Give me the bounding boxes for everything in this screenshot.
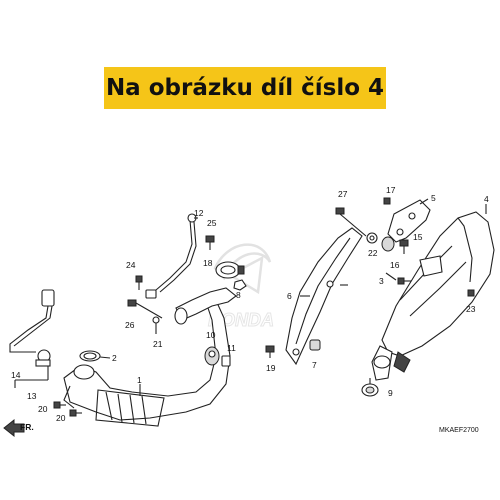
part-collar — [221, 355, 231, 367]
callout-19: 19 — [266, 363, 276, 373]
part-end-cap-9 — [361, 383, 379, 397]
callout-21: 21 — [153, 339, 163, 349]
callout-13: 13 — [27, 391, 37, 401]
part-header-pipe — [174, 287, 237, 325]
drawing-code: MKAEF2700 — [439, 427, 479, 434]
part-rubber-mount — [204, 346, 220, 366]
part-bolt-15 — [399, 239, 409, 254]
callout-2: 2 — [112, 353, 117, 363]
part-rubber-16 — [381, 236, 395, 252]
part-bolt-17 — [383, 197, 391, 205]
callout-1: 1 — [137, 375, 142, 385]
part-washer-22 — [366, 232, 378, 244]
part-bolt-19 — [265, 345, 275, 358]
callout-22: 22 — [368, 248, 378, 258]
part-bolts-20 — [53, 401, 82, 417]
part-exhaust-pipe-catalyst — [63, 291, 231, 427]
part-bolt-25 — [205, 235, 215, 250]
callout-4: 4 — [484, 194, 489, 204]
callout-24: 24 — [126, 260, 136, 270]
part-nut-8 — [233, 279, 247, 291]
callout-10: 10 — [206, 330, 216, 340]
callout-23: 23 — [466, 304, 476, 314]
callout-12: 12 — [194, 208, 204, 218]
banner-text: Na obrázku díl číslo 4 — [105, 75, 385, 101]
callout-7: 7 — [312, 360, 317, 370]
part-o2-sensor — [9, 289, 55, 367]
callout-3: 3 — [379, 276, 384, 286]
part-bracket-stay — [145, 213, 197, 299]
part-bracket-plate-5 — [387, 199, 431, 243]
part-clamp-band — [215, 261, 245, 279]
part-cap-7 — [309, 339, 321, 351]
callout-8: 8 — [236, 290, 241, 300]
callout-16: 16 — [390, 260, 400, 270]
callout-20b: 20 — [56, 413, 66, 423]
callout-15: 15 — [413, 232, 423, 242]
part-gasket — [79, 350, 111, 362]
callout-11: 11 — [227, 343, 236, 353]
part-bolt-21 — [152, 316, 160, 334]
callout-18: 18 — [203, 258, 213, 268]
callout-5: 5 — [431, 193, 436, 203]
part-nut-23 — [467, 289, 475, 297]
leader-lines — [14, 198, 487, 396]
front-label: FR. — [20, 422, 34, 432]
callout-17: 17 — [386, 185, 396, 195]
part-number-banner: Na obrázku díl číslo 4 — [104, 67, 386, 109]
callout-9: 9 — [388, 388, 393, 398]
callout-numbers: 1 2 3 4 5 6 7 8 9 10 11 12 13 14 15 16 1… — [11, 185, 489, 423]
part-bolt-27 — [335, 207, 367, 237]
callout-14: 14 — [11, 370, 21, 380]
part-bolt-26 — [127, 299, 163, 319]
part-muffler-4 — [371, 211, 495, 381]
callout-25: 25 — [207, 218, 217, 228]
callout-6: 6 — [287, 291, 292, 301]
callout-20: 20 — [38, 404, 48, 414]
part-heat-shield-6 — [285, 227, 363, 366]
callout-27: 27 — [338, 189, 348, 199]
callout-26: 26 — [125, 320, 135, 330]
front-arrow-icon: FR. — [3, 418, 34, 438]
part-bolt-24 — [135, 275, 143, 290]
